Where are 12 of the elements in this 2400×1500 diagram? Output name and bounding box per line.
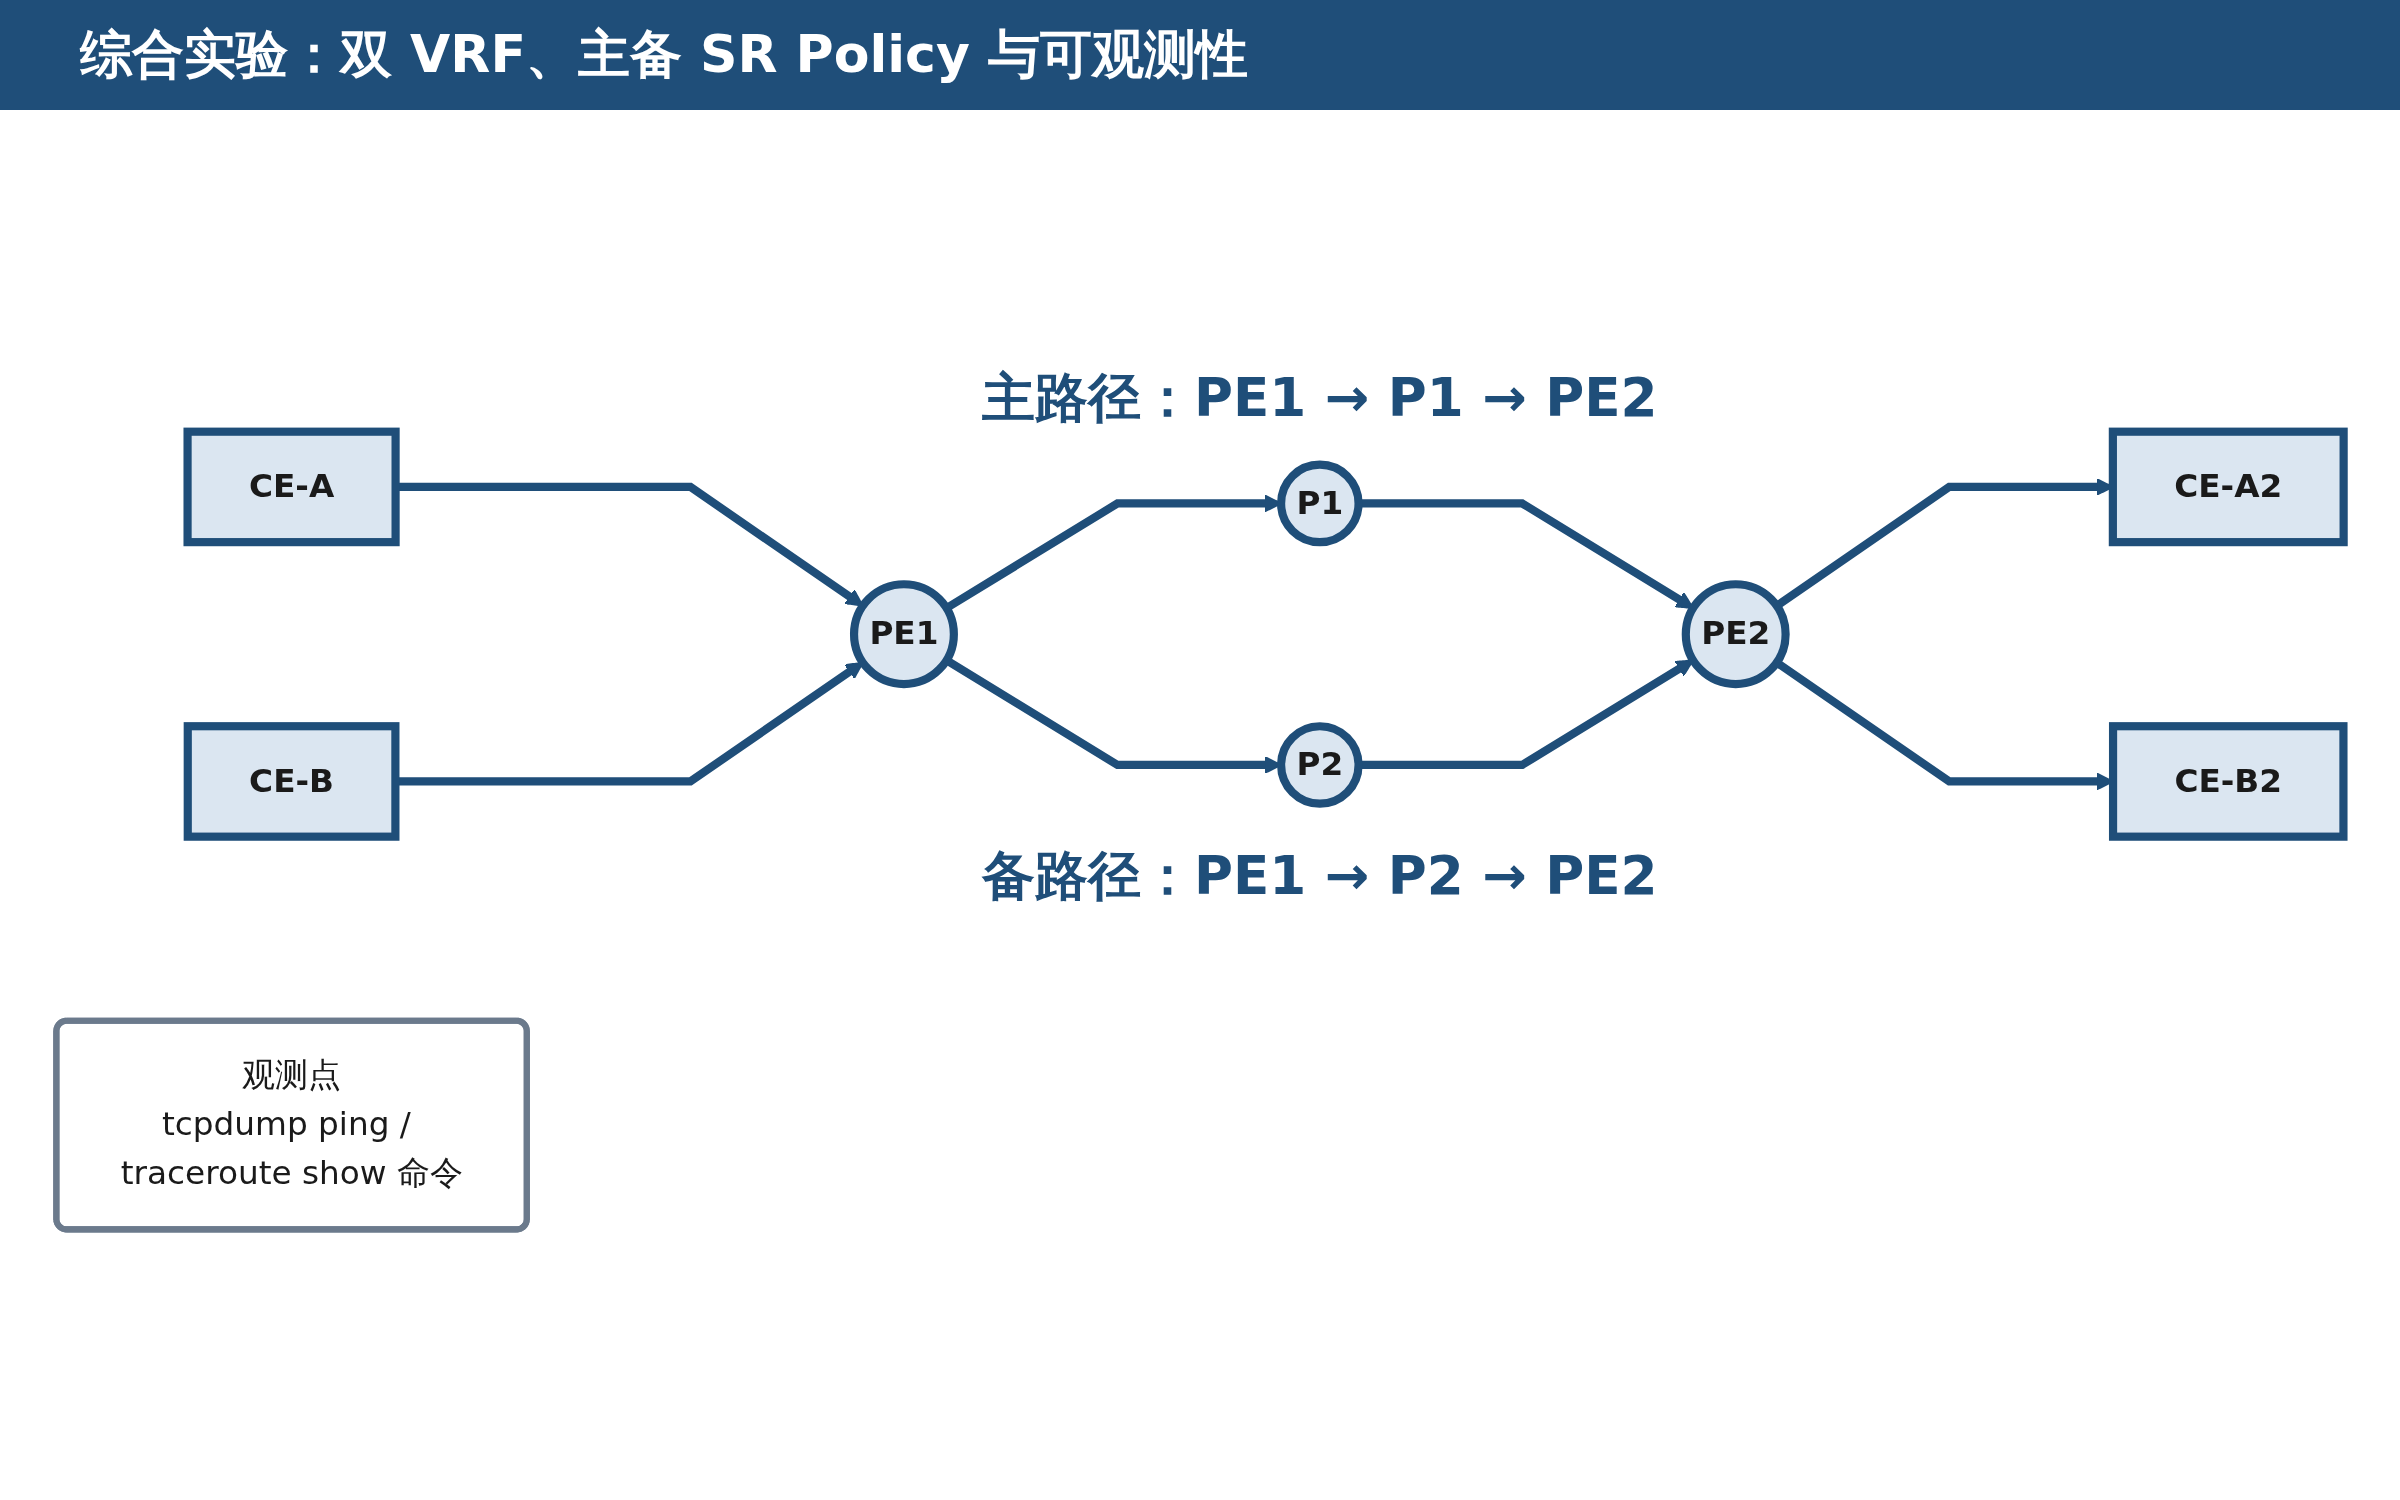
router-node: PE2 bbox=[1681, 580, 1790, 689]
computer-node: CE-A bbox=[183, 427, 400, 547]
router-node: P1 bbox=[1277, 460, 1363, 547]
computer-node: CE-B2 bbox=[2108, 722, 2348, 841]
path-caption: 备路径：PE1 → P2 → PE2 bbox=[982, 844, 1658, 907]
router-node: P2 bbox=[1277, 722, 1363, 808]
path-caption: 主路径：PE1 → P1 → PE2 bbox=[982, 366, 1658, 429]
note-box: 观测点 tcpdump ping / traceroute show 命令 bbox=[53, 1017, 530, 1233]
computer-node: CE-B bbox=[183, 722, 400, 841]
computer-node: CE-A2 bbox=[2108, 427, 2348, 547]
title: 综合实验：双 VRF、主备 SR Policy 与可观测性 bbox=[80, 23, 1248, 86]
router-node: PE1 bbox=[849, 580, 958, 689]
